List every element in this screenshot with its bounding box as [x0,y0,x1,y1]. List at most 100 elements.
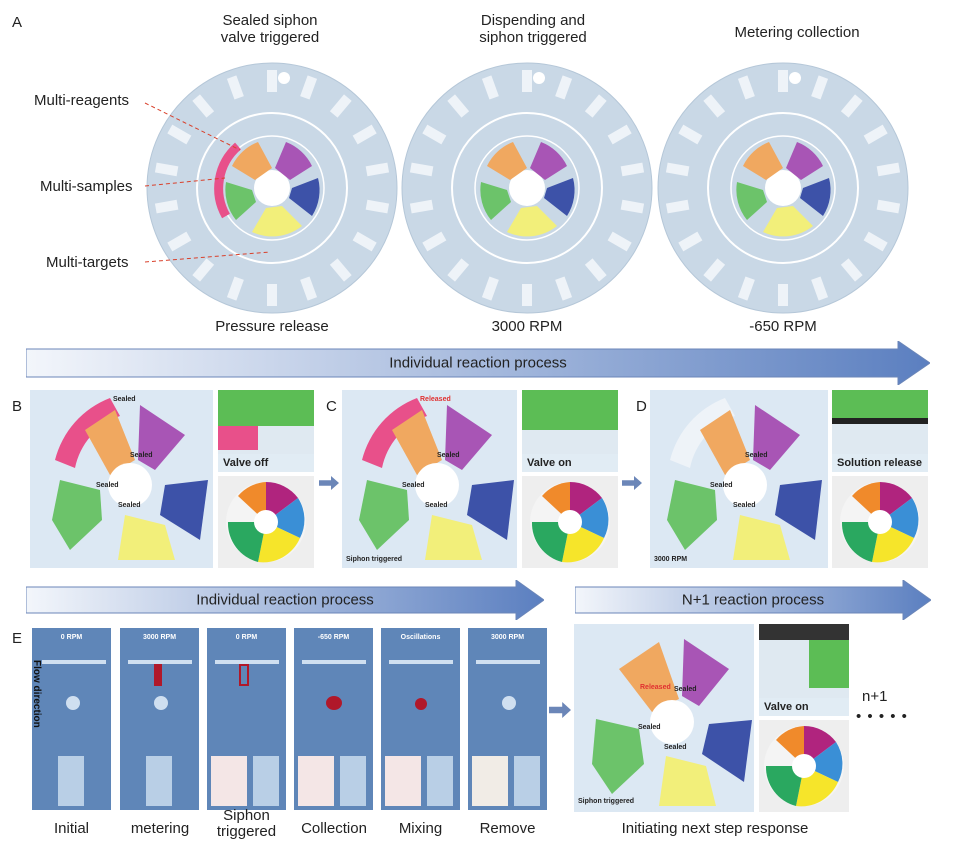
disk-2 [401,62,653,314]
panel-d-inset-bottom [832,476,928,568]
e-step-5: Oscillations [381,628,460,810]
e-step-5-rpm: Oscillations [400,634,441,641]
f-process-arrow: N+1 reaction process [575,580,931,620]
b-sealed-c: Sealed [118,502,141,509]
e-step-2-chamber [154,696,168,710]
e-step-3-siphon [239,664,249,686]
e-caption-4: Collection [301,820,367,837]
e-step-3-waste [253,756,279,806]
f-siphon-triggered: Siphon triggered [578,798,634,805]
e-flow-direction: Flow direction [31,660,42,728]
main-process-arrow: Individual reaction process [26,341,930,385]
panel-d-inset-top: Solution release [832,390,928,472]
f-photo-svg [764,726,844,807]
e-step-6-rpm: 3000 RPM [490,634,525,641]
e-step-3: 0 RPM [207,628,286,810]
f-sealed-c: Sealed [664,744,687,751]
c-sealed-c: Sealed [425,502,448,509]
disk2-title-line1: Dispending and [480,12,586,29]
e-step-4-chamber [326,696,342,710]
f-sealed-a: Sealed [674,686,697,693]
label-multi-samples: Multi-samples [40,178,133,195]
d-sealed-a: Sealed [745,452,768,459]
e-step-2-channel [128,660,192,664]
panel-b-disk: Sealed Sealed Sealed Sealed [30,390,213,568]
panel-c-svg [359,398,514,560]
panel-letter-e: E [12,630,23,647]
e-caption-6: Remove [479,820,536,837]
disk3-title: Metering collection [734,24,860,41]
c-photo-svg [530,482,610,563]
disk1-title: Sealed siphon valve triggered [195,12,345,46]
e-step-5-inset [385,756,421,806]
panel-letter-d: D [636,398,647,415]
e-process-arrow: Individual reaction process [26,580,544,620]
e-step-2: 3000 RPM [120,628,199,810]
pointer-reagents [144,102,241,151]
b-sealed-b: Sealed [96,482,119,489]
e-step-4: -650 RPM [294,628,373,810]
e-step-6: 3000 RPM [468,628,547,810]
arrow-c-to-d [622,476,642,490]
panel-b-inset-bottom [218,476,314,568]
panel-c-inset-top: Valve on [522,390,618,472]
e-step-2-rpm: 3000 RPM [142,634,177,641]
panel-f-inset-top: Valve on [759,624,849,716]
b-inset-pink [218,426,258,450]
c-sealed-a: Sealed [437,452,460,459]
e-step-1-channel [42,660,106,664]
label-multi-reagents: Multi-reagents [34,92,130,109]
d-inset-green [832,390,928,418]
e-step-1-rpm: 0 RPM [60,634,83,641]
e-step-5-chamber [415,698,427,710]
d-sealed-b: Sealed [710,482,733,489]
panel-c-disk: Released Sealed Sealed Sealed Siphon tri… [342,390,517,568]
f-dots: • • • • • [856,708,908,725]
pointer-samples [144,177,226,187]
e-step-4-rpm: -650 RPM [317,634,350,641]
panel-letter-a: A [12,14,23,31]
e-arrow-label: Individual reaction process [196,591,374,609]
disk3-caption: -650 RPM [749,318,817,335]
panel-c-inset-bottom [522,476,618,568]
disks-svg [144,62,909,314]
b-inset-label: Valve off [218,454,314,472]
panel-f-svg [592,639,752,806]
panel-f-disk: Released Sealed Sealed Sealed Siphon tri… [574,624,754,812]
e-step-6-inset [472,756,508,806]
f-sealed-b: Sealed [638,724,661,731]
b-photo-svg [226,482,306,563]
disk1-title-line2: valve triggered [220,29,320,46]
f-nplus: n+1 [862,688,888,705]
e-step-1-waste [58,756,84,806]
e-step-4-channel [302,660,366,664]
c-inset-green [522,390,618,430]
c-inset-label: Valve on [522,454,618,472]
f-caption: Initiating next step response [621,820,809,837]
panel-d-disk: Sealed Sealed Sealed 3000 RPM [650,390,828,568]
e-step-4-inset [298,756,334,806]
b-inset-green [218,390,314,426]
panel-d-svg [667,398,822,560]
f-inset-green [809,640,849,688]
panel-letter-c: C [326,398,337,415]
e-step-3-rpm: 0 RPM [235,634,258,641]
disk1-caption: Pressure release [215,318,329,335]
e-arrow-shape [26,580,544,620]
e-caption-2: metering [130,820,190,837]
c-sealed-b: Sealed [402,482,425,489]
f-inset-dark [759,624,849,640]
f-released: Released [640,684,671,691]
panel-letter-b: B [12,398,23,415]
main-arrow-shape [26,341,930,385]
e-caption-5: Mixing [398,820,443,837]
e-caption-1: Initial [53,820,90,837]
disk2-title: Dispending and siphon triggered [458,12,608,46]
e-step-5-channel [389,660,453,664]
f-arrow-label: N+1 reaction process [681,591,825,609]
e-step-1: 0 RPM Flow direction [31,628,111,810]
e-step-4-waste [340,756,366,806]
d-photo-svg [840,482,920,563]
label-multi-targets: Multi-targets [46,254,129,271]
panel-b-svg [52,398,208,560]
